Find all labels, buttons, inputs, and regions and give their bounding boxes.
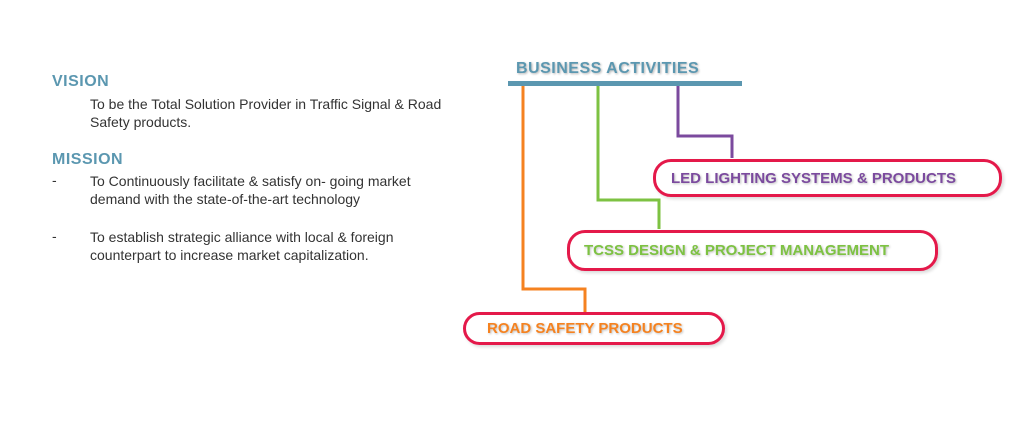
- mission-item: To Continuously facilitate & satisfy on-…: [90, 173, 411, 207]
- mission-item: To establish strategic alliance with loc…: [90, 229, 394, 263]
- vision-text: To be the Total Solution Provider in Tra…: [90, 96, 442, 130]
- heading-bar: [508, 81, 742, 86]
- vision-heading: VISION: [52, 73, 110, 90]
- business-activities-heading: BUSINESS ACTIVITIES: [516, 60, 700, 77]
- connector-led: [676, 86, 734, 158]
- tcss-design-box: TCSS DESIGN & PROJECT MANAGEMENT: [567, 230, 938, 271]
- mission-heading: MISSION: [52, 151, 124, 168]
- led-lighting-box: LED LIGHTING SYSTEMS & PRODUCTS: [653, 159, 1002, 197]
- connector-road-safety: [521, 86, 587, 312]
- mission-bullet: -: [52, 172, 57, 188]
- connector-tcss: [596, 86, 661, 229]
- mission-bullet: -: [52, 228, 57, 244]
- road-safety-box: ROAD SAFETY PRODUCTS: [463, 312, 725, 345]
